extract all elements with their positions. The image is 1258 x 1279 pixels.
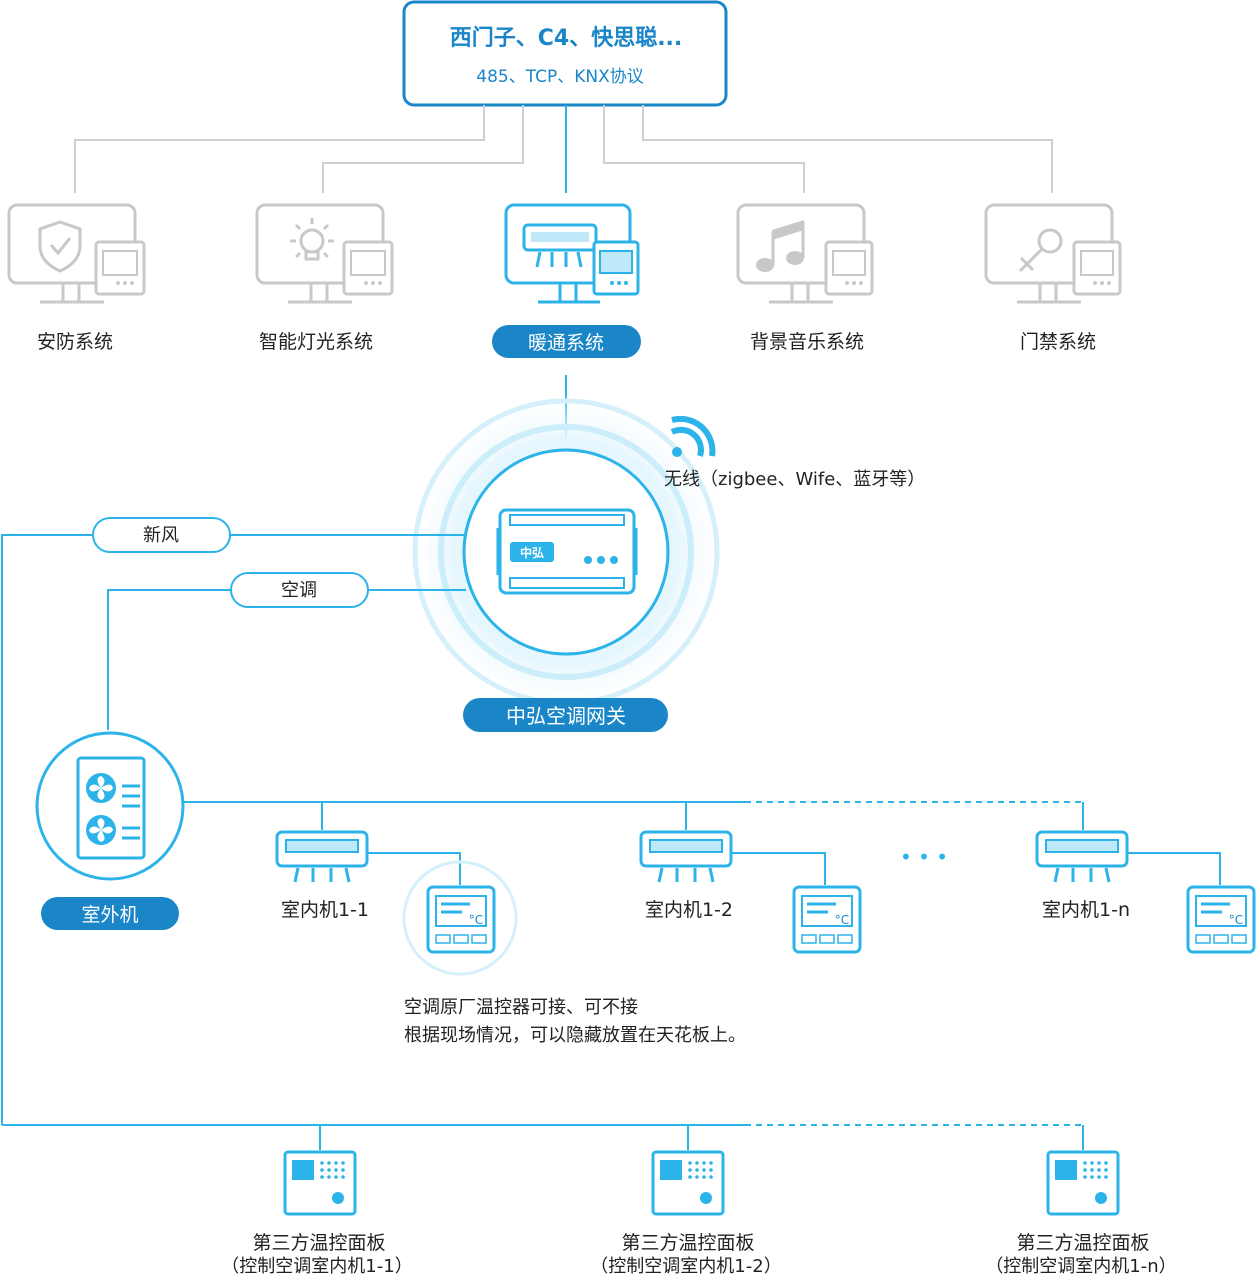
protocol-box-subtitle: 485、TCP、KNX协议 [476,67,643,87]
thermostat-2: °C [792,885,862,954]
protocol-box: 西门子、C4、快思聪... 485、TCP、KNX协议 [402,0,728,107]
system-label-access: 门禁系统 [1020,331,1096,353]
wireless-label: 无线（zigbee、Wife、蓝牙等） [664,469,925,490]
key-icon [1018,228,1063,273]
note-line-1: 空调原厂温控器可接、可不接 [404,997,638,1018]
panel-1-name: 第三方温控面板 [252,1232,385,1254]
panel-bus [2,1124,1085,1150]
panel-n-sub: （控制空调室内机1-n） [985,1256,1176,1277]
indoor-unit-1-label: 室内机1-1 [281,899,369,921]
shield-icon [38,220,82,273]
indoor-unit-n-label: 室内机1-n [1042,899,1130,921]
outdoor-unit: 室外机 [35,731,185,930]
panel-n: 第三方温控面板 （控制空调室内机1-n） [985,1150,1177,1277]
wireless-icon [670,415,716,457]
system-label-music: 背景音乐系统 [750,331,864,353]
system-music: 背景音乐系统 [736,203,874,353]
note-line-2: 根据现场情况，可以隐藏放置在天花板上。 [404,1025,746,1046]
music-icon [756,220,805,272]
indoor-unit-2-label: 室内机1-2 [645,899,733,921]
gateway-logo: 中弘 [520,545,544,560]
top-connectors [74,105,1053,193]
hvac-badge [492,325,641,358]
gateway-label: 中弘空调网关 [506,704,626,728]
system-label-security: 安防系统 [37,331,113,353]
system-security: 安防系统 [7,203,146,353]
fan-icon [86,773,116,845]
bulb-icon [290,218,334,261]
indoor-unit-2: 室内机1-2 °C [639,830,862,954]
thermostat-n-unit: °C [1229,913,1243,927]
panel-2-name: 第三方温控面板 [621,1232,754,1254]
system-label-lighting: 智能灯光系统 [259,331,373,353]
outdoor-label: 室外机 [81,904,138,926]
protocol-box-title: 西门子、C4、快思聪... [450,25,683,51]
thermostat-1: °C [426,885,496,954]
panel-1-sub: （控制空调室内机1-1） [221,1256,412,1277]
thermostat-2-unit: °C [835,913,849,927]
indoor-unit-1: 室内机1-1 °C [275,830,518,976]
indoor-bus [183,801,1085,830]
indoor-unit-n: 室内机1-n °C [1035,830,1256,954]
outdoor-badge [41,897,179,930]
panel-2-sub: （控制空调室内机1-2） [590,1256,781,1277]
panel-n-name: 第三方温控面板 [1016,1232,1149,1254]
thermostat-1-unit: °C [469,913,483,927]
gateway: 中弘 中弘空调网关 [406,392,726,732]
system-label-hvac: 暖通系统 [528,332,604,354]
system-hvac: 暖通系统 [492,203,641,358]
thermostat-n: °C [1186,885,1256,954]
aircon-icon [522,223,598,268]
system-lighting: 智能灯光系统 [255,203,394,353]
system-access: 门禁系统 [984,203,1122,353]
ellipsis-dots: • • • [900,845,948,869]
gateway-links: 新风 空调 [1,517,466,1125]
panel-1: 第三方温控面板 （控制空调室内机1-1） [221,1150,413,1277]
gateway-badge [463,698,668,732]
fresh-air-label: 新风 [143,525,179,546]
gateway-device: 中弘 [496,508,638,595]
aircon-link-label: 空调 [281,580,317,601]
panel-2: 第三方温控面板 （控制空调室内机1-2） [590,1150,782,1277]
